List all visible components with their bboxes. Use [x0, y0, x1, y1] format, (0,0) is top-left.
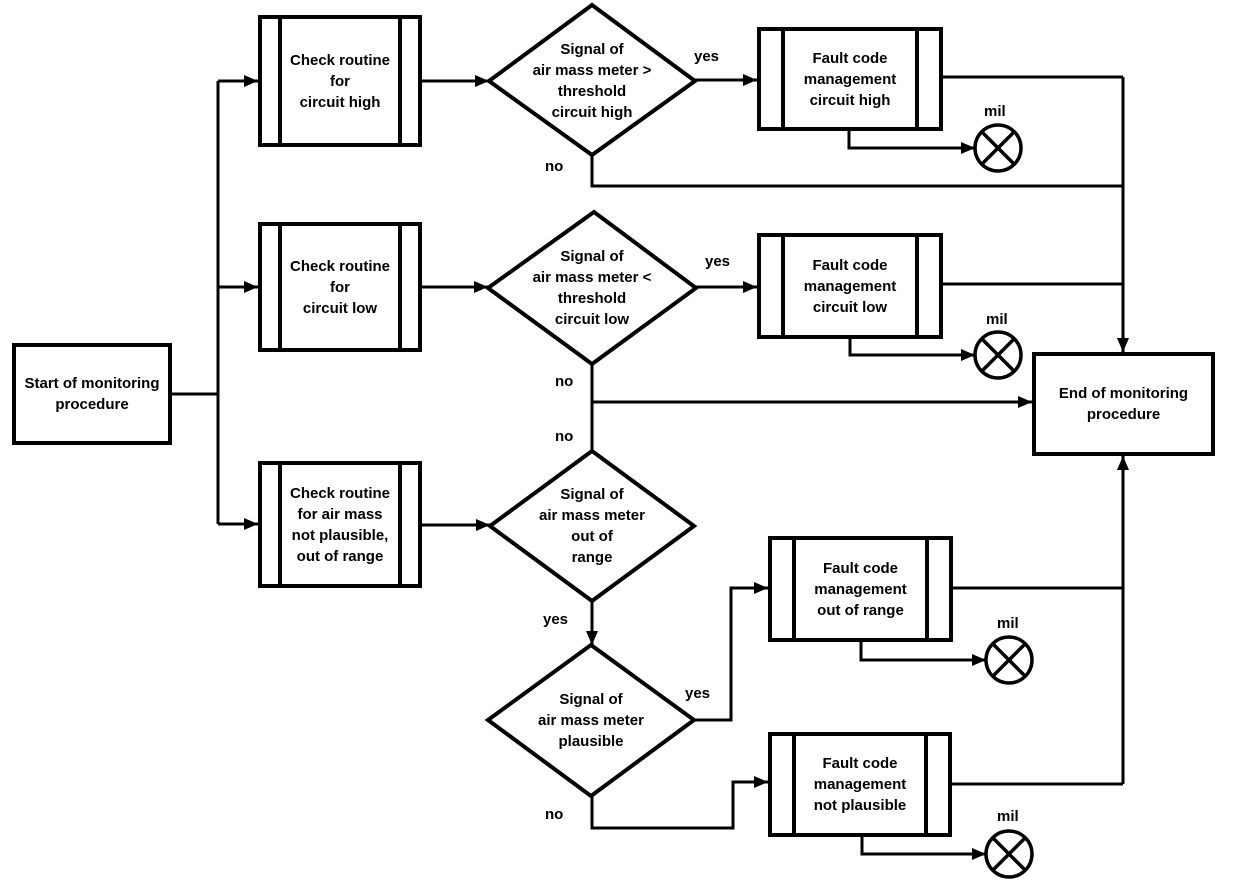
start-node: Start of monitoring procedure	[12, 343, 172, 445]
end-node: End of monitoring procedure	[1032, 352, 1215, 456]
decision-out-of-range-label: Signal of air mass meter out of range	[539, 486, 645, 566]
edge-label-no-circuit-low: no	[555, 373, 574, 390]
edge-label-yes-circuit-low: yes	[705, 253, 731, 270]
process-fault-circuit-high: Fault code management circuit high	[757, 27, 943, 131]
mil-label-out-of-range: mil	[997, 615, 1019, 632]
mil-label-circuit-high: mil	[984, 103, 1006, 120]
edge-label-yes-plausible: yes	[685, 685, 711, 702]
decision-plausible-label: Signal of air mass meter plausible	[538, 691, 644, 750]
mil-label-not-plausible: mil	[997, 808, 1019, 825]
process-check-air-mass: Check routine for air mass not plausible…	[258, 461, 422, 588]
edge-label-no-circuit-high: no	[545, 158, 564, 175]
edge-decision-high-no	[590, 155, 1123, 188]
process-check-air-mass-label: Check routine for air mass not plausible…	[289, 484, 391, 565]
mil-label-circuit-low: mil	[986, 311, 1008, 328]
decision-circuit-low-label: Signal of air mass meter < threshold cir…	[532, 248, 652, 328]
decision-circuit-low-shape	[484, 209, 700, 367]
process-check-circuit-high: Check routine for circuit high	[258, 15, 422, 147]
process-fault-out-of-range: Fault code management out of range	[768, 536, 953, 642]
decision-circuit-high-label: Signal of air mass meter > threshold cir…	[532, 41, 652, 121]
end-node-label: End of monitoring procedure	[1058, 385, 1189, 423]
edge-decision-plausible-yes	[693, 582, 768, 722]
process-fault-not-plausible: Fault code management not plausible	[768, 732, 952, 837]
edge-label-no-out-of-range: no	[555, 428, 574, 445]
mil-lamp-circuit-high-icon	[973, 123, 1023, 173]
process-check-circuit-high-label: Check routine for circuit high	[289, 51, 391, 111]
edge-fault-high-to-mil	[847, 129, 975, 154]
edge-fault-range-to-mil	[859, 641, 986, 666]
mil-lamp-not-plausible-icon	[984, 829, 1034, 879]
process-fault-circuit-high-label: Fault code management circuit high	[803, 49, 897, 109]
mil-lamp-out-of-range-icon	[984, 635, 1034, 685]
edge-fault-not-plausible-to-mil	[860, 836, 986, 860]
process-check-circuit-low: Check routine for circuit low	[258, 222, 422, 352]
edge-label-no-plausible: no	[545, 806, 564, 823]
edge-decision-plausible-no	[590, 776, 768, 830]
process-fault-not-plausible-label: Fault code management not plausible	[813, 755, 907, 814]
process-fault-out-of-range-label: Fault code management out of range	[814, 559, 907, 619]
edge-fault-low-to-mil	[848, 338, 975, 361]
decision-out-of-range-shape	[486, 448, 698, 604]
mil-lamp-circuit-low-icon	[973, 330, 1023, 380]
process-check-circuit-low-label: Check routine for circuit low	[289, 257, 391, 317]
process-fault-circuit-low: Fault code management circuit low	[757, 233, 943, 339]
decision-circuit-high-shape	[485, 2, 699, 158]
edge-label-yes-out-of-range: yes	[543, 611, 569, 628]
decision-plausible-shape	[484, 642, 698, 799]
start-node-label: Start of monitoring procedure	[24, 375, 160, 413]
process-fault-circuit-low-label: Fault code management circuit low	[803, 256, 897, 316]
edge-label-yes-circuit-high: yes	[694, 48, 720, 65]
